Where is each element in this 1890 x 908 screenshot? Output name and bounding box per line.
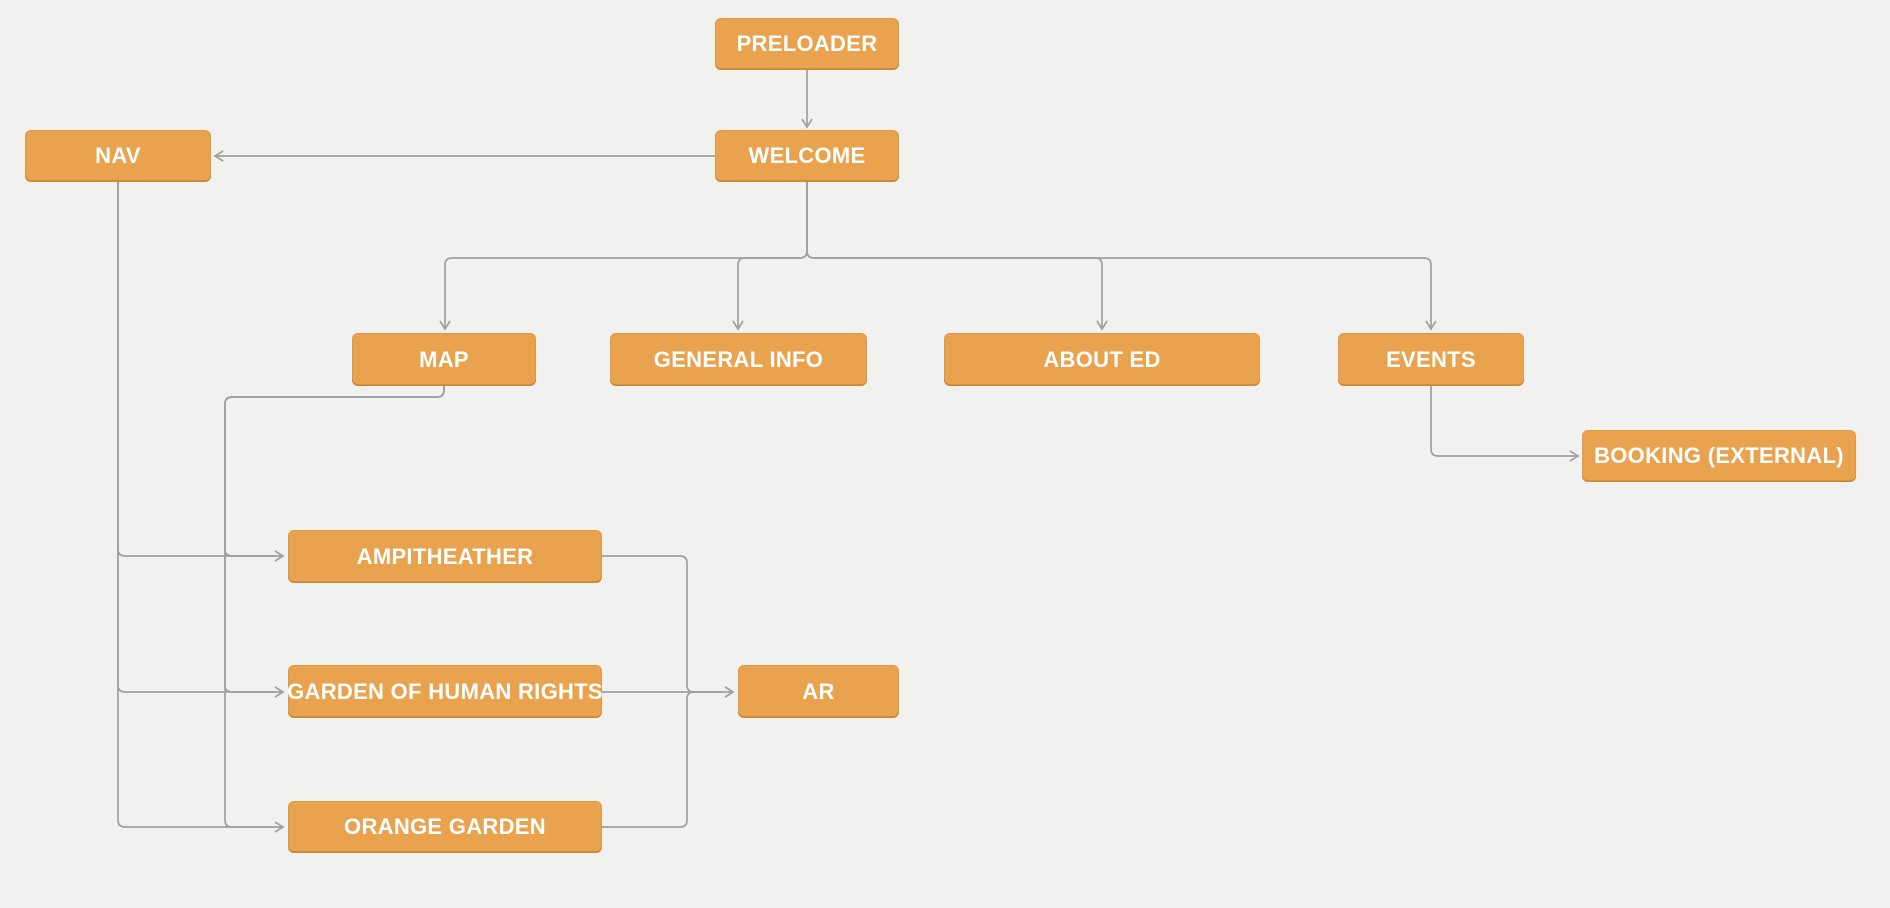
node-general-info[interactable]: GENERAL INFO: [610, 333, 867, 386]
node-label: BOOKING (EXTERNAL): [1594, 443, 1844, 468]
node-orange-garden[interactable]: ORANGE GARDEN: [288, 801, 602, 853]
node-ar[interactable]: AR: [738, 665, 899, 718]
edge-welcome-map: [439, 182, 808, 331]
node-nav[interactable]: NAV: [25, 130, 211, 182]
node-label: WELCOME: [748, 143, 866, 168]
node-map[interactable]: MAP: [352, 333, 536, 386]
node-label: PRELOADER: [736, 31, 878, 56]
node-label: AMPITHEATHER: [356, 543, 534, 569]
edge-welcome-events: [806, 182, 1437, 331]
node-label: ORANGE GARDEN: [344, 814, 546, 839]
node-label: AR: [802, 678, 835, 704]
edge-map-orange-garden: [224, 386, 445, 828]
edge-ampitheather-ar: [602, 555, 722, 693]
node-ampitheather[interactable]: AMPITHEATHER: [288, 530, 602, 583]
edge-welcome-general-info: [732, 182, 808, 331]
edge-nav-orange-garden: [117, 182, 285, 833]
node-booking-external[interactable]: BOOKING (EXTERNAL): [1582, 430, 1856, 482]
node-welcome[interactable]: WELCOME: [715, 130, 899, 182]
edge-nav-garden: [117, 182, 285, 698]
edge-events-booking: [1430, 386, 1580, 462]
node-events[interactable]: EVENTS: [1338, 333, 1524, 386]
node-preloader[interactable]: PRELOADER: [715, 18, 899, 70]
node-label: NAV: [95, 143, 141, 168]
node-garden-of-human-rights[interactable]: GARDEN OF HUMAN RIGHTS: [287, 665, 603, 718]
node-label: GENERAL INFO: [653, 346, 824, 372]
node-label: ABOUT ED: [1043, 346, 1161, 372]
node-about-ed[interactable]: ABOUT ED: [944, 333, 1260, 386]
edge-orange-garden-ar: [602, 691, 722, 828]
edge-welcome-about-ed: [806, 182, 1108, 331]
node-label: EVENTS: [1386, 346, 1476, 372]
node-label: GARDEN OF HUMAN RIGHTS: [287, 678, 603, 704]
node-label: MAP: [419, 346, 469, 372]
edge-nav-ampitheather: [117, 182, 285, 562]
